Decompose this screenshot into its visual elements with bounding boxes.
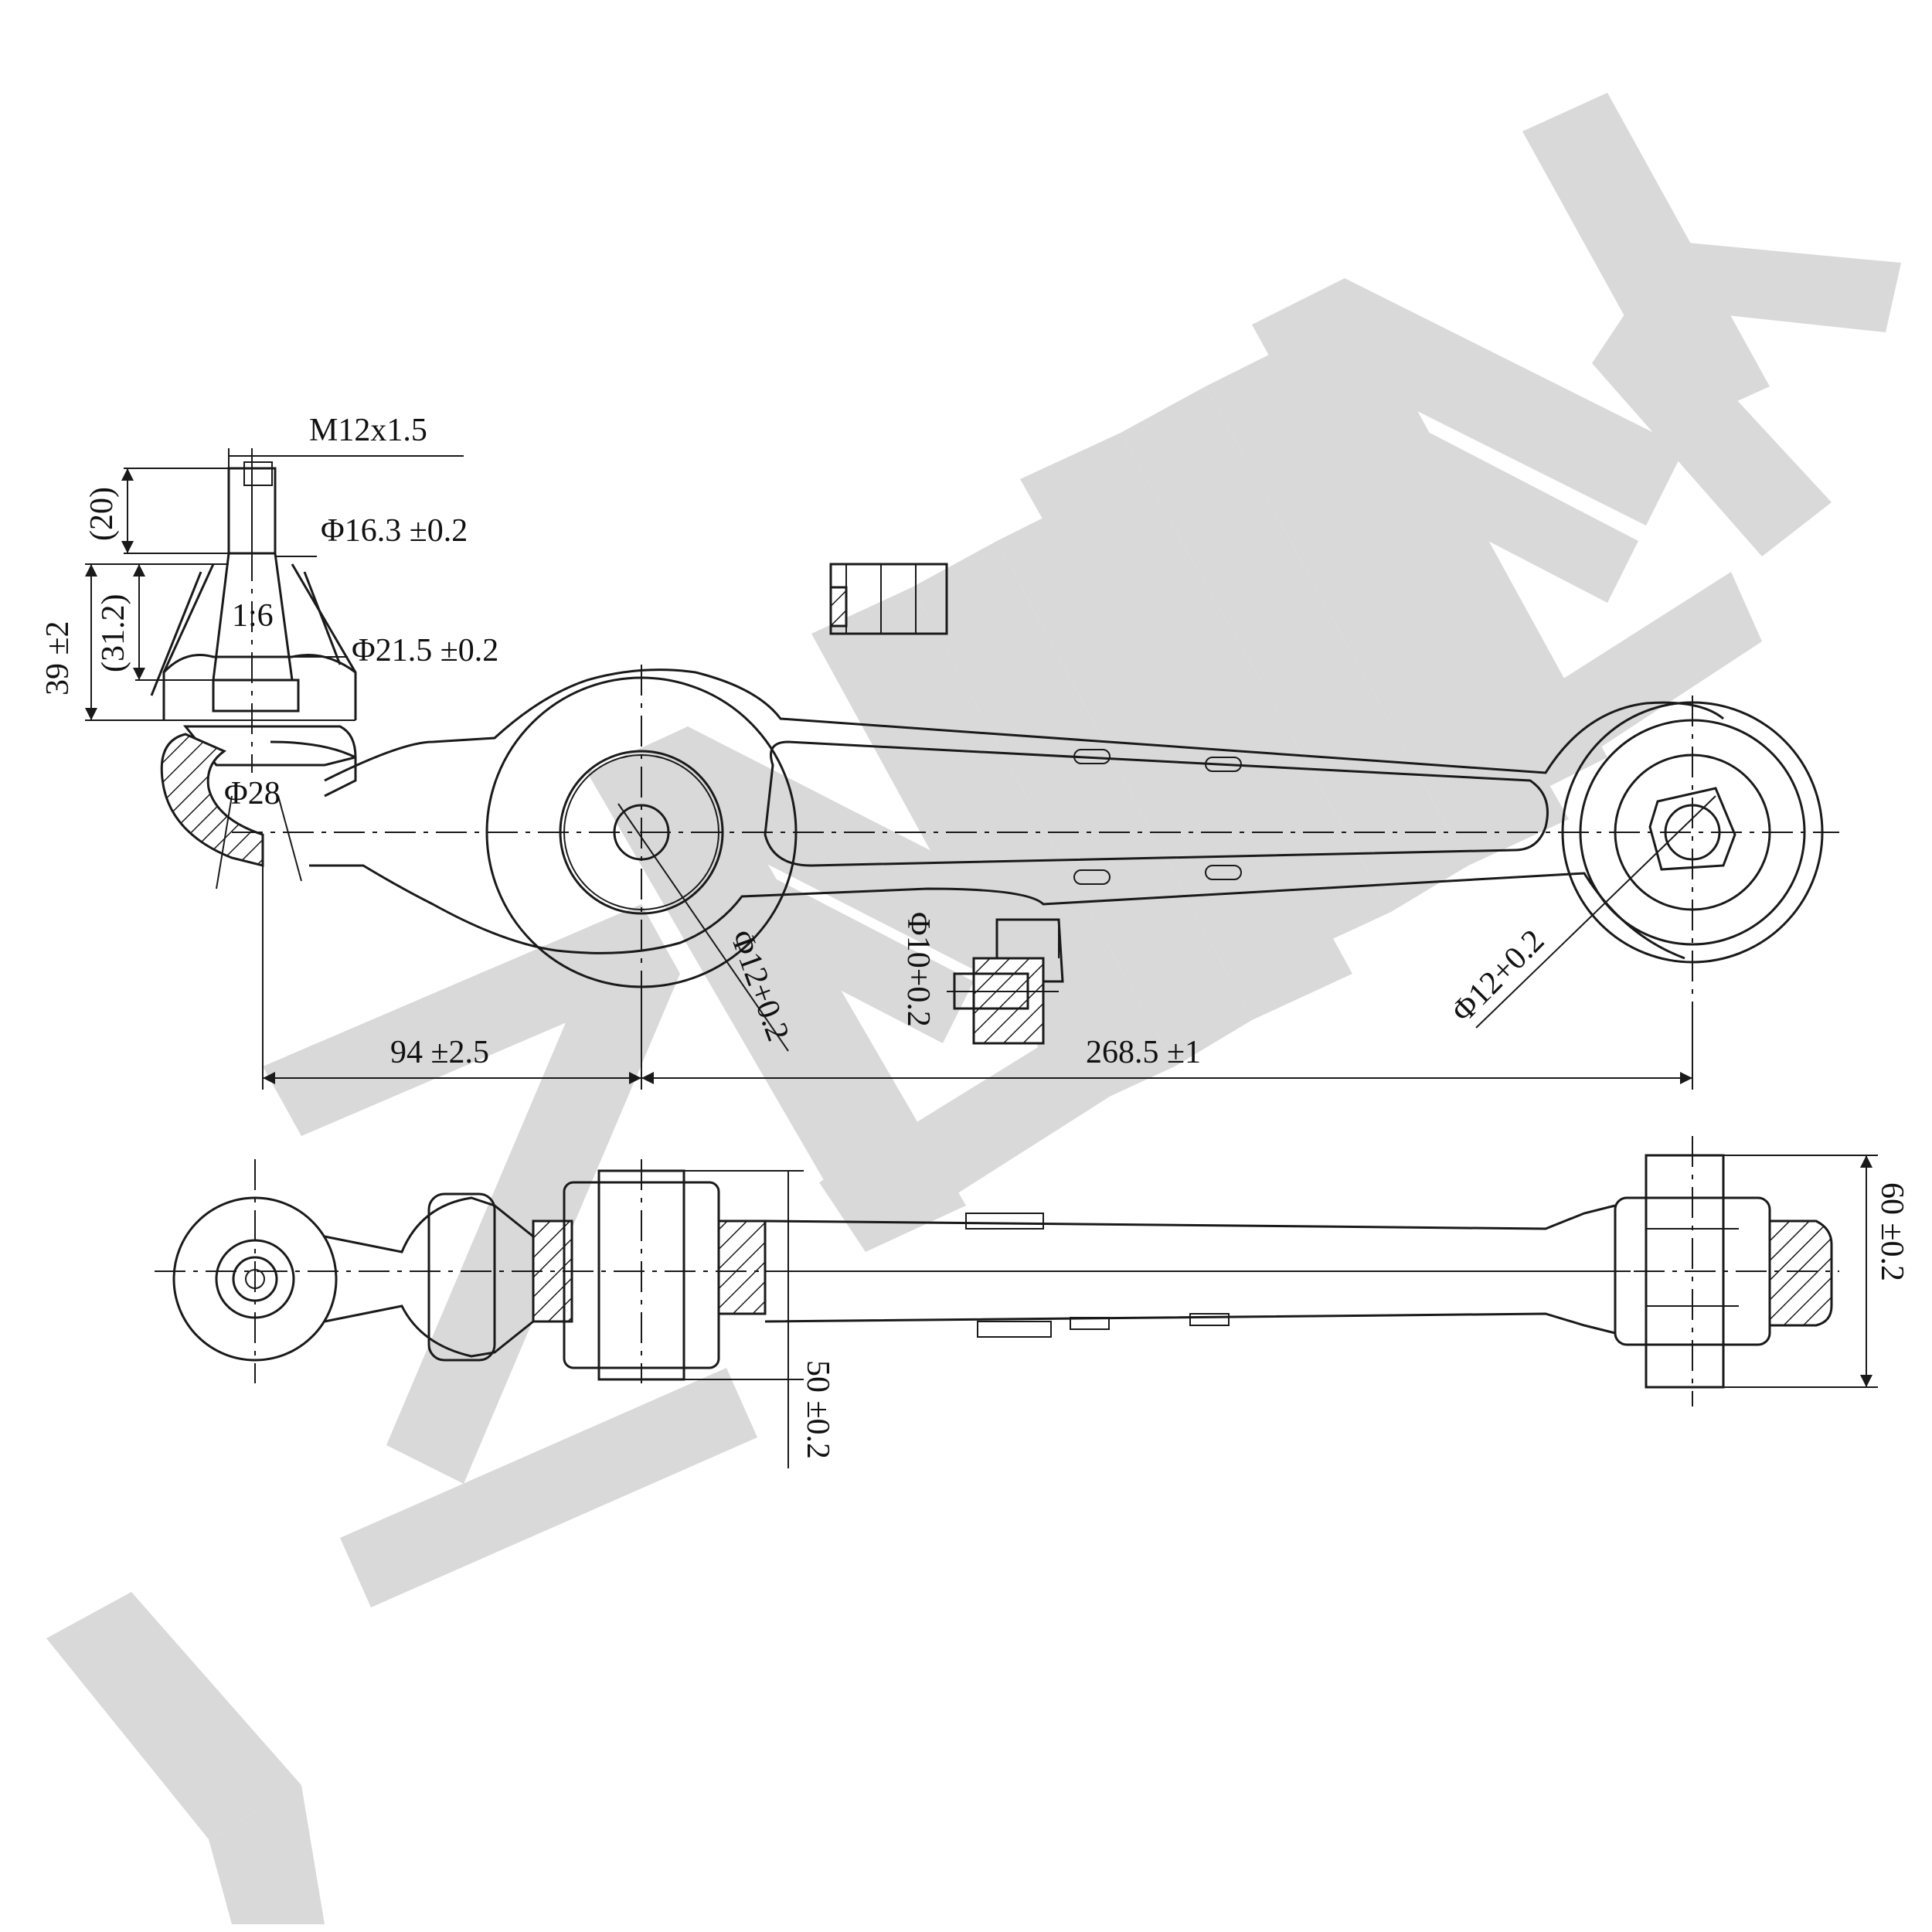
dim-taper-dia: Φ16.3 ±0.2	[321, 513, 468, 549]
dim-stud-height: 39 ±2	[40, 621, 76, 696]
dim-rear-bush-width: 60 ±0.2	[1874, 1182, 1910, 1281]
control-arm-side-view	[155, 1136, 1839, 1406]
dim-ball-dia: Φ28	[224, 776, 281, 811]
dim-taper-ratio: 1:6	[232, 598, 274, 634]
dim-thread-length: (20)	[84, 487, 120, 541]
dim-thread: M12x1.5	[309, 413, 427, 448]
control-arm-plan-view	[232, 665, 1839, 1045]
dim-ball-to-front-bush: 94 ±2.5	[390, 1035, 489, 1070]
dim-rear-bush-bore: Φ12+0.2	[1445, 923, 1552, 1029]
dim-front-bush-width: 50 ±0.2	[800, 1360, 835, 1459]
dim-front-to-rear-bush: 268.5 ±1	[1086, 1035, 1201, 1070]
dim-lug-hole: Φ10+0.2	[900, 912, 936, 1027]
dim-taper-length: (31.2)	[96, 594, 131, 672]
dim-taper-base-dia: Φ21.5 ±0.2	[352, 633, 498, 668]
nut-detail	[829, 563, 948, 635]
zennek-watermark	[46, 93, 1901, 1924]
dimension-lines	[85, 448, 1878, 1468]
